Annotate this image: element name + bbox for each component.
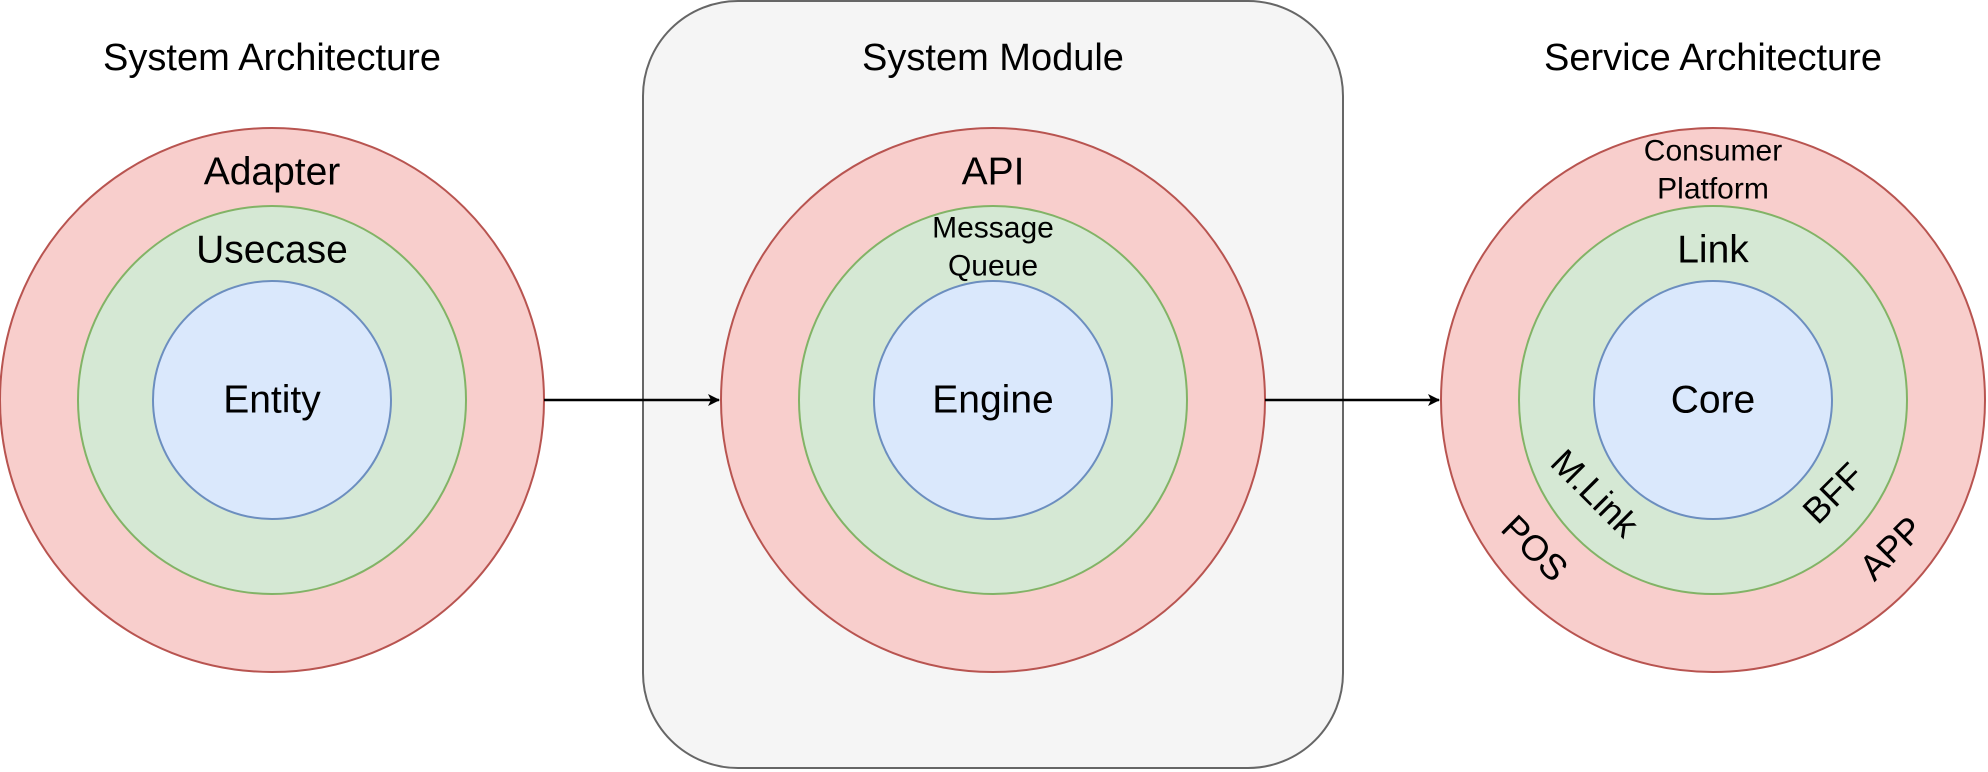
engine-label: Engine [932,379,1053,422]
engine-circle [873,280,1113,520]
system-module-group: System Module API Message Queue Engine [720,37,1266,673]
service-architecture-title: Service Architecture [1544,37,1882,79]
usecase-label: Usecase [196,229,348,272]
consumer-platform-label-line1: Consumer [1644,135,1782,168]
consumer-platform-label-line2: Platform [1657,173,1769,206]
link-label: Link [1677,229,1749,272]
entity-label: Entity [223,379,321,422]
system-architecture-group: System Architecture Adapter Usecase Enti… [0,37,545,673]
core-circle [1593,280,1833,520]
message-queue-label-line1: Message [932,212,1054,245]
system-architecture-title: System Architecture [103,37,441,79]
entity-circle [152,280,392,520]
api-label: API [962,151,1025,194]
core-label: Core [1671,379,1756,422]
adapter-label: Adapter [204,151,341,194]
system-module-title: System Module [862,37,1124,79]
service-architecture-group: Service Architecture Consumer Platform L… [1440,37,1986,673]
message-queue-label-line2: Queue [948,250,1038,283]
